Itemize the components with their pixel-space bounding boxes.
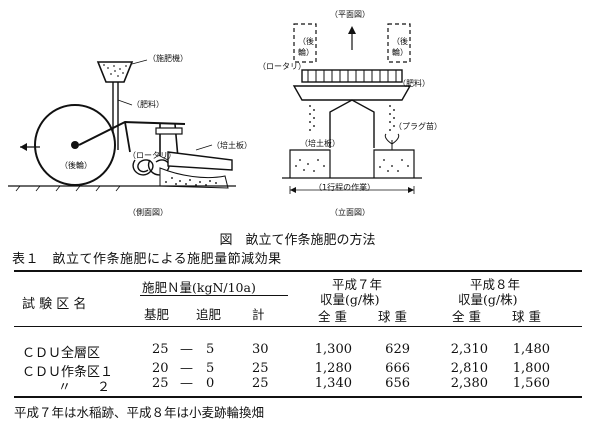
header-h8-total: 全 重 bbox=[452, 309, 481, 324]
table-top-rule bbox=[14, 270, 582, 272]
plan-rotary-label: （ロータリ） bbox=[258, 62, 306, 71]
row-name: 〃 ２ bbox=[58, 380, 111, 395]
plan-view-title: （平面図） bbox=[330, 10, 370, 19]
row-span-label: （1行程の作業） bbox=[314, 183, 376, 192]
table-title: 表１ 畝立て作条施肥による施肥量節減効果 bbox=[12, 252, 282, 267]
rear-wheel-left-label: （後輪） bbox=[298, 37, 314, 57]
table-note: 平成７年は水稲跡、平成８年は小麦跡輪換畑 bbox=[14, 405, 265, 420]
row-h8-total: 2,380 bbox=[450, 376, 488, 391]
row-h8-bulb: 1,800 bbox=[512, 361, 550, 376]
header-h8-yield: 収量(g/株) bbox=[458, 292, 518, 307]
row-total: 25 bbox=[252, 361, 269, 376]
plan-soil-plate-label: （培土板） bbox=[300, 139, 340, 148]
row-basal: 25 bbox=[152, 342, 169, 357]
row-h8-total: 2,810 bbox=[450, 361, 488, 376]
rear-wheel-label: （後輪） bbox=[60, 161, 92, 170]
plan-view-diagram bbox=[282, 23, 422, 194]
row-h7-bulb: 629 bbox=[385, 342, 410, 357]
row-total: 30 bbox=[252, 342, 269, 357]
row-dash: — bbox=[180, 342, 193, 357]
header-h7-total: 全 重 bbox=[318, 309, 347, 324]
row-h8-total: 2,310 bbox=[450, 342, 488, 357]
header-h8-bulb: 球 重 bbox=[512, 309, 541, 324]
row-h7-total: 1,300 bbox=[314, 342, 352, 357]
row-dash: — bbox=[180, 361, 193, 376]
row-name: ＣＤＵ全層区 bbox=[22, 346, 101, 361]
header-top: 追肥 bbox=[196, 307, 222, 322]
row-top: 5 bbox=[206, 342, 215, 357]
figure-caption: 図 畝立て作条施肥の方法 bbox=[219, 233, 376, 248]
row-h7-bulb: 666 bbox=[385, 361, 410, 376]
side-view-title: （側面図） bbox=[128, 208, 168, 217]
row-basal: 25 bbox=[152, 376, 169, 391]
row-top: 5 bbox=[206, 361, 215, 376]
fertilizer-label: （肥料） bbox=[132, 100, 164, 109]
row-total: 25 bbox=[252, 376, 269, 391]
row-h8-bulb: 1,480 bbox=[512, 342, 550, 357]
header-h7-yield: 収量(g/株) bbox=[320, 292, 380, 307]
row-name: ＣＤＵ作条区１ bbox=[22, 365, 114, 380]
header-h7: 平成７年 bbox=[332, 277, 383, 292]
n-amount-underline bbox=[140, 295, 288, 296]
row-dash: — bbox=[180, 376, 193, 391]
hopper-label: （施肥機） bbox=[148, 54, 188, 63]
header-h7-bulb: 球 重 bbox=[378, 309, 407, 324]
row-h7-total: 1,280 bbox=[314, 361, 352, 376]
row-top: 0 bbox=[206, 376, 215, 391]
header-plot: 試 験 区 名 bbox=[22, 297, 87, 312]
row-basal: 20 bbox=[152, 361, 169, 376]
row-h7-total: 1,340 bbox=[314, 376, 352, 391]
elevation-title: （立面図） bbox=[330, 208, 370, 217]
row-h7-bulb: 656 bbox=[385, 376, 410, 391]
header-n-amount: 施肥Ｎ量(kgN/10a) bbox=[142, 280, 256, 295]
header-total: 計 bbox=[252, 307, 265, 322]
soil-plate-label: （培土板） bbox=[212, 141, 252, 150]
side-view-diagram bbox=[8, 59, 236, 192]
rotary-label: （ロータリ） bbox=[128, 151, 176, 160]
table-bottom-rule bbox=[14, 396, 582, 398]
rear-wheel-right-label: （後輪） bbox=[392, 37, 408, 57]
header-basal: 基肥 bbox=[144, 307, 170, 322]
row-h8-bulb: 1,560 bbox=[512, 376, 550, 391]
plug-seedling-label: （プラグ苗） bbox=[394, 122, 442, 131]
header-h8: 平成８年 bbox=[470, 277, 521, 292]
table-header-rule bbox=[14, 326, 582, 327]
plan-fertilizer-label: （肥料） bbox=[398, 79, 430, 88]
